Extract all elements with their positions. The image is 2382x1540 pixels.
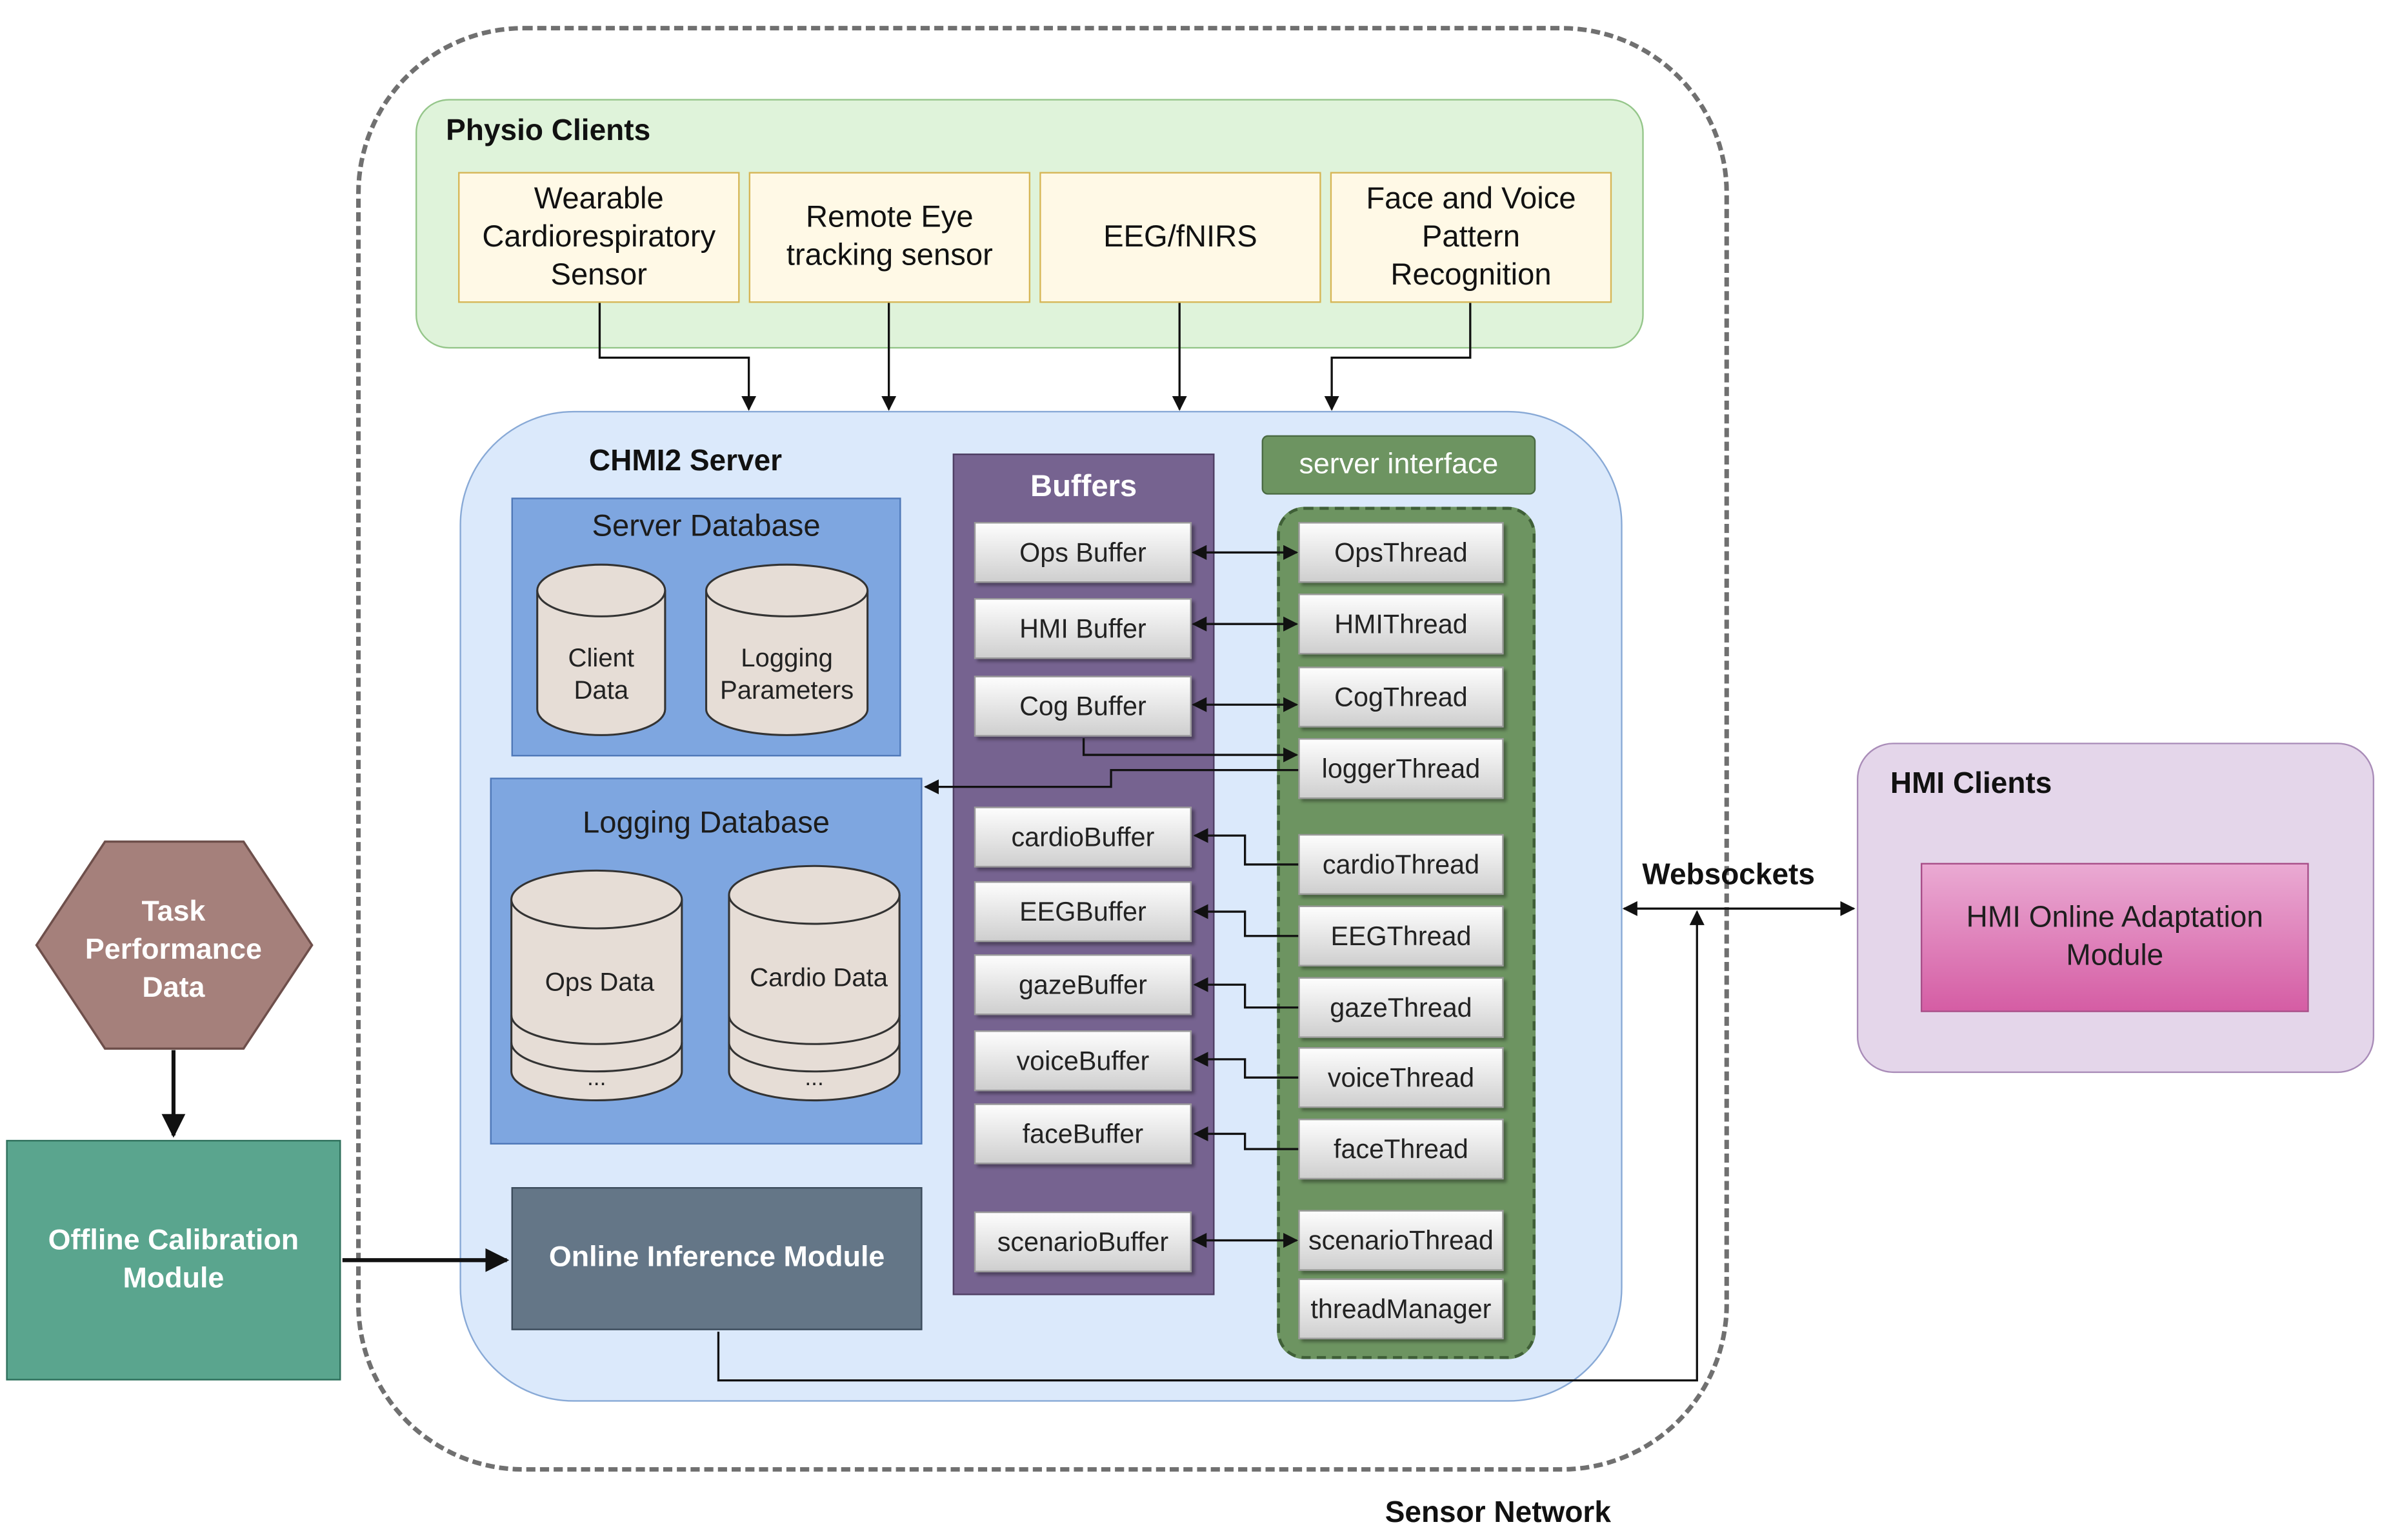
thread-ops: OpsThread [1298, 522, 1504, 583]
hmi-online-adaptation-module: HMI Online Adaptation Module [1921, 863, 2309, 1012]
thread-cardio: cardioThread [1298, 834, 1504, 895]
websockets-label: Websockets [1642, 858, 1815, 892]
ops-data-store: Ops Data ... [510, 869, 683, 1102]
logging-parameters-store: Logging Parameters [705, 563, 869, 736]
thread-gaze: gazeThread [1298, 977, 1504, 1038]
buffer-eeg: EEGBuffer [974, 881, 1192, 943]
store-label: Ops Data [545, 968, 655, 997]
client-data-store: Client Data [536, 563, 666, 736]
offline-calibration-module: Offline Calibration Module [6, 1139, 341, 1381]
thread-voice: voiceThread [1298, 1046, 1504, 1108]
adaptation-line: Module [2066, 939, 2164, 973]
buffer-voice: voiceBuffer [974, 1030, 1192, 1092]
adaptation-line: HMI Online Adaptation [1966, 901, 2263, 935]
sensor-line: Wearable [534, 181, 664, 215]
connector-cog-to-logger [1082, 738, 1299, 763]
sensor-line: tracking sensor [786, 239, 993, 273]
buffer-scenario: scenarioBuffer [974, 1211, 1192, 1273]
connector-gaze-thread-buffer [1193, 977, 1299, 1009]
store-label: Cardio Data [750, 964, 888, 992]
buffer-face: faceBuffer [974, 1103, 1192, 1165]
store-line: Client [568, 644, 635, 672]
wearable-cardio-sensor: Wearable Cardiorespiratory Sensor [458, 172, 740, 303]
store-line: Data [574, 676, 628, 705]
store-more: ... [587, 1065, 606, 1090]
sensor-line: Face and Voice [1366, 181, 1576, 215]
sensor-line: Remote Eye [806, 201, 974, 235]
thread-eeg: EEGThread [1298, 905, 1504, 966]
connector-cardio-thread-buffer [1193, 828, 1299, 866]
calibration-line: Module [123, 1263, 225, 1295]
connector-logger-to-logging-db [923, 769, 1299, 795]
connector-face-thread-buffer [1193, 1126, 1299, 1150]
thread-scenario: scenarioThread [1298, 1210, 1504, 1271]
cardio-data-store: Cardio Data ... [728, 865, 901, 1102]
hmi-clients-title: HMI Clients [1890, 766, 2052, 801]
connector-eeg-thread-buffer [1193, 904, 1299, 937]
server-database-title: Server Database [592, 510, 821, 544]
connector-face-to-server [1324, 303, 1472, 411]
physio-clients-title: Physio Clients [446, 114, 651, 148]
face-voice-recognition: Face and Voice Pattern Recognition [1330, 172, 1612, 303]
thread-logger: loggerThread [1298, 738, 1504, 799]
task-line: Task [142, 895, 206, 927]
sensor-line: Pattern [1421, 219, 1521, 254]
sensor-line: EEG/fNIRS [1103, 219, 1257, 254]
store-line: Parameters [720, 676, 854, 705]
connector-inference-to-websockets [717, 910, 1705, 1382]
chmi2-server-title: CHMI2 Server [588, 444, 783, 478]
sensor-network-boundary [356, 26, 1729, 1472]
thread-face: faceThread [1298, 1118, 1504, 1180]
store-more: ... [805, 1065, 824, 1090]
calibration-line: Offline Calibration [48, 1225, 299, 1257]
buffer-ops: Ops Buffer [974, 522, 1192, 583]
eeg-fnirs-sensor: EEG/fNIRS [1039, 172, 1321, 303]
buffers-title: Buffers [1030, 470, 1137, 504]
eye-tracking-sensor: Remote Eye tracking sensor [748, 172, 1031, 303]
thread-cog: CogThread [1298, 666, 1504, 728]
task-line: Data [142, 971, 205, 1003]
buffer-gaze: gazeBuffer [974, 954, 1192, 1015]
thread-manager: threadManager [1298, 1278, 1504, 1339]
sensor-line: Cardiorespiratory [482, 219, 716, 254]
logging-database-title: Logging Database [583, 806, 830, 841]
buffer-hmi: HMI Buffer [974, 598, 1192, 659]
server-interface-label: server interface [1261, 435, 1536, 495]
task-performance-data: Task Performance Data [35, 840, 314, 1050]
connector-voice-thread-buffer [1193, 1052, 1299, 1079]
buffer-cardio: cardioBuffer [974, 806, 1192, 868]
thread-hmi: HMIThread [1298, 594, 1504, 655]
online-inference-module: Online Inference Module [511, 1187, 923, 1330]
buffer-cog: Cog Buffer [974, 675, 1192, 737]
store-line: Logging [741, 644, 833, 672]
sensor-network-label: Sensor Network [1385, 1495, 1611, 1530]
sensor-line: Sensor [550, 257, 647, 292]
sensor-line: Recognition [1390, 257, 1552, 292]
connector-wearable-to-server [598, 303, 757, 411]
task-line: Performance [85, 933, 262, 965]
